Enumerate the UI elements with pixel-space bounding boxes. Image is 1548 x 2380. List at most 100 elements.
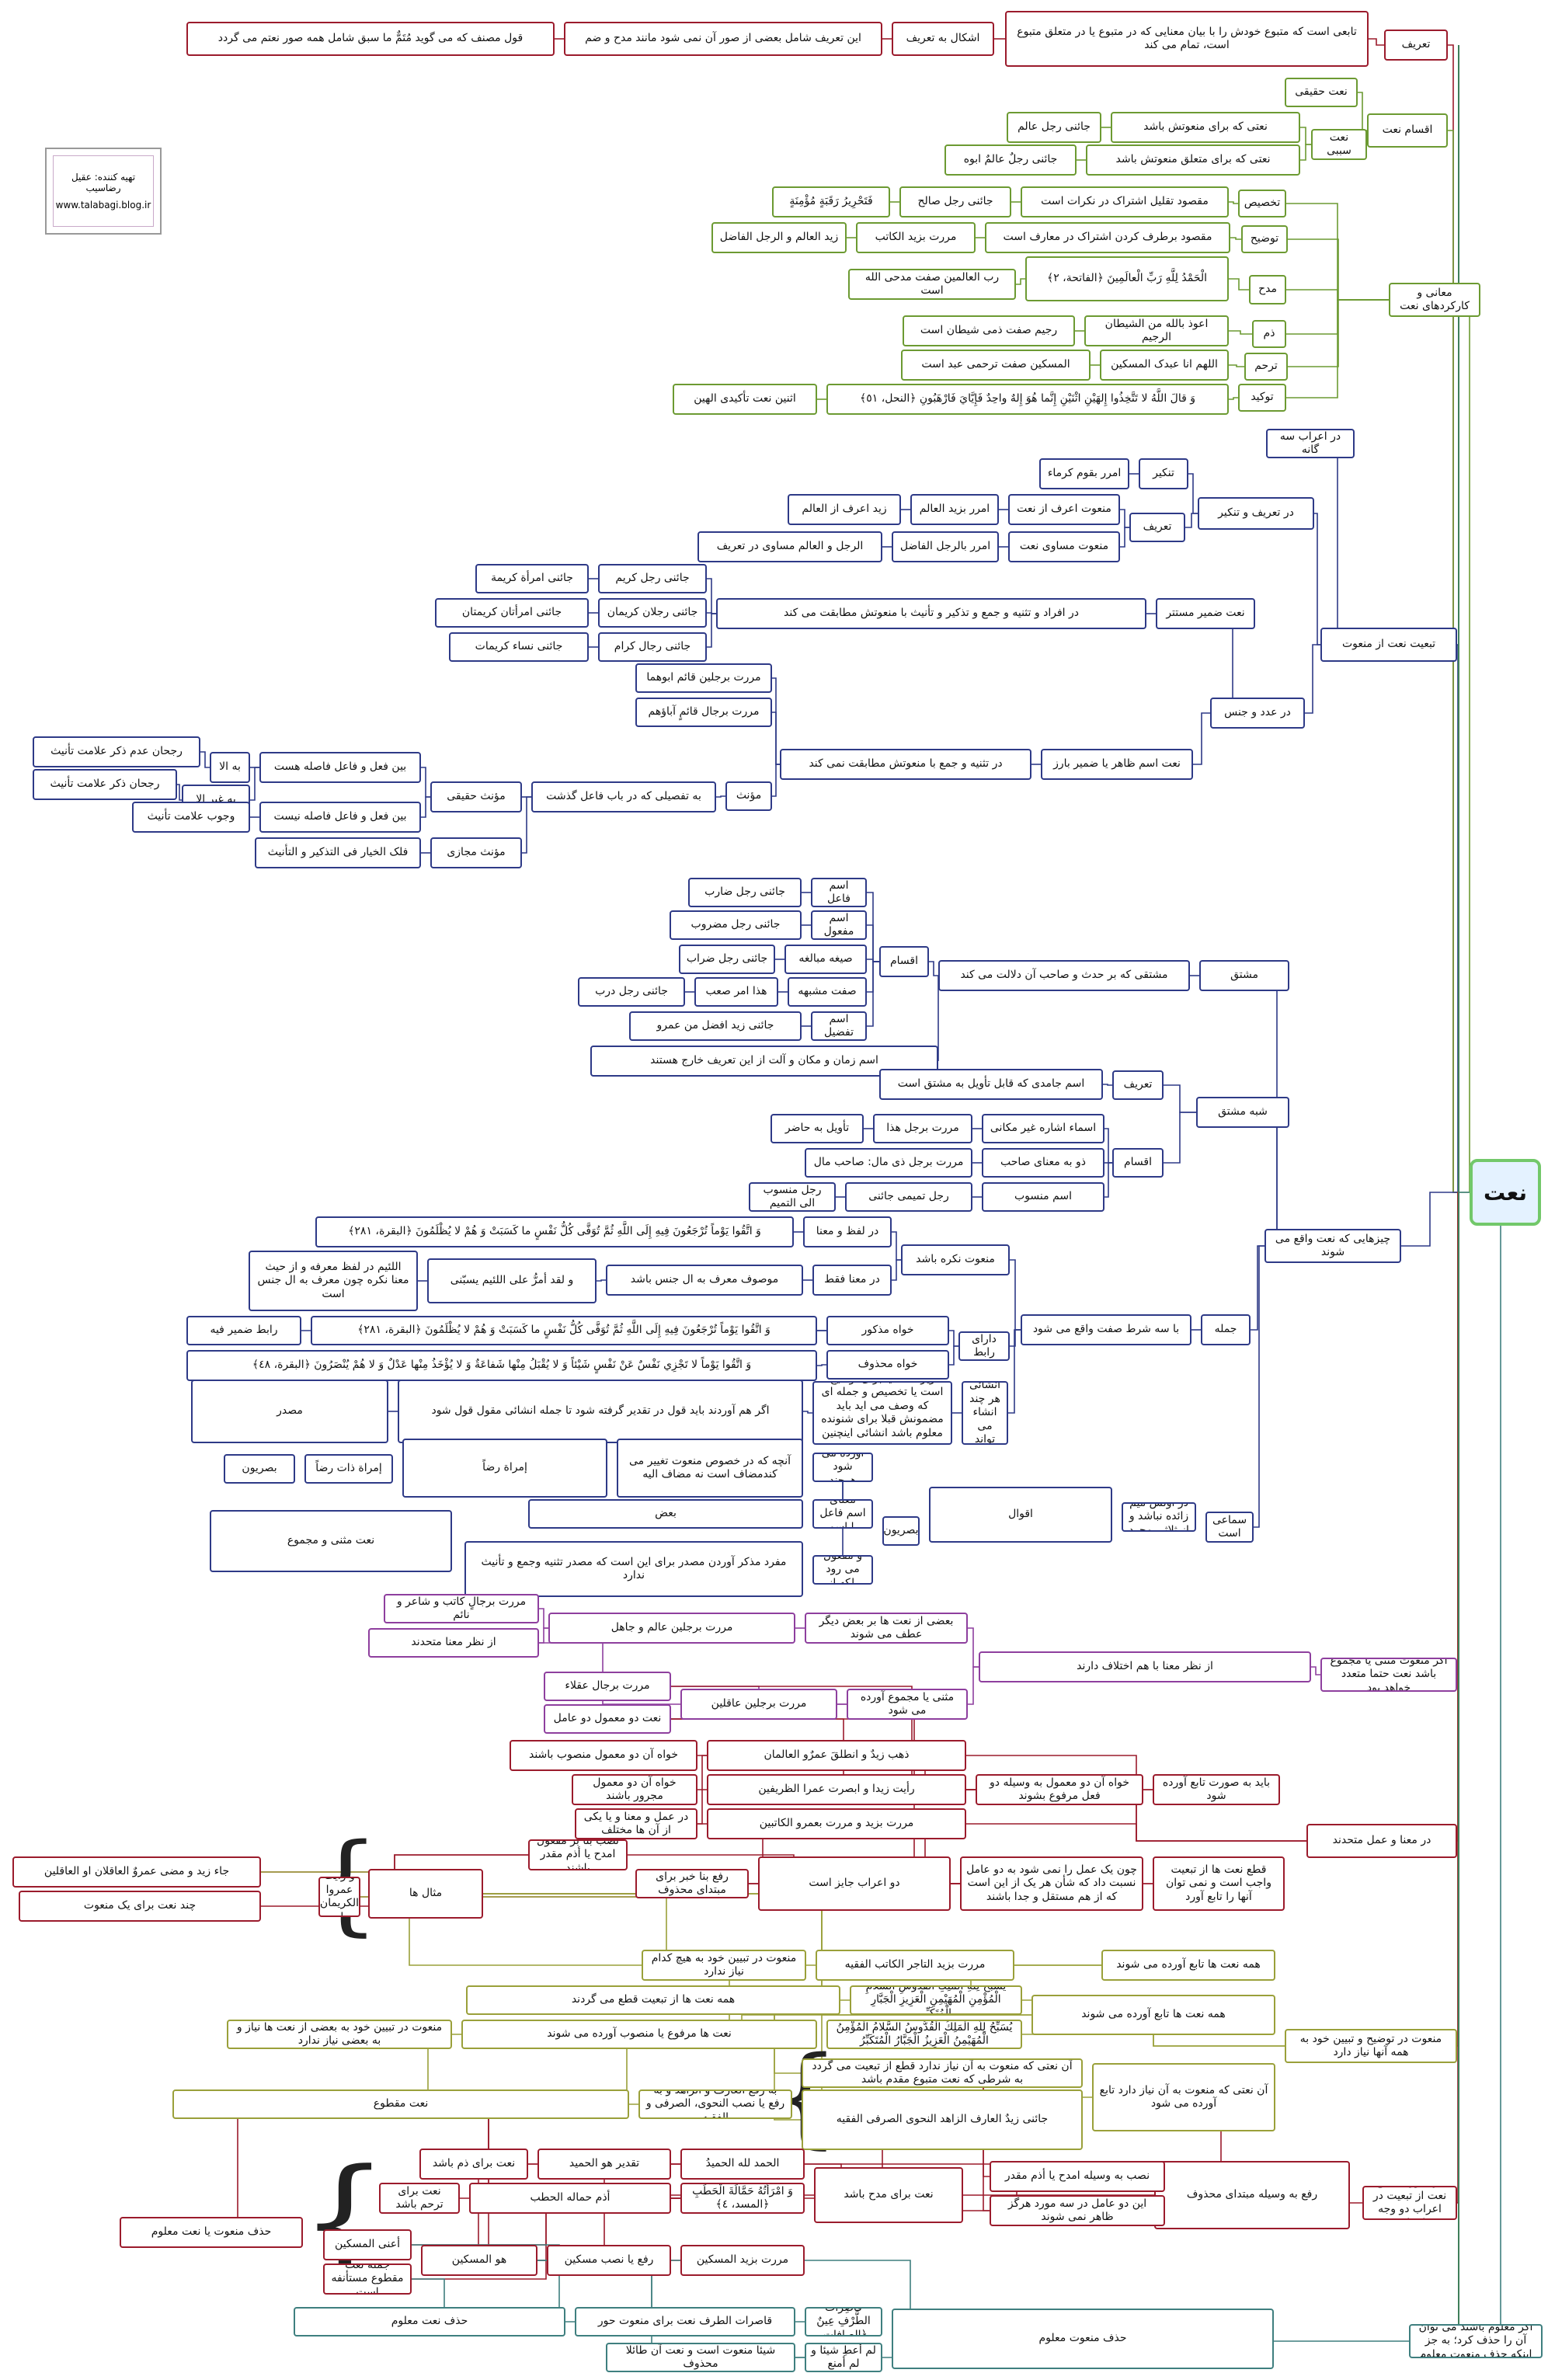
connector-65 — [177, 784, 182, 801]
node-146: رأیت زیدا و ابصرت عمرا الظریفین — [707, 1774, 966, 1805]
connector-23 — [1016, 278, 1025, 285]
node-188: أعنی المسکین — [323, 2229, 412, 2260]
node-56: مررت برجلین قائم ابوهما — [635, 663, 772, 693]
node-40: امرر بزید العالم — [910, 494, 999, 525]
node-181: نعت برای ذم باشد — [419, 2149, 528, 2180]
node-86: شبه مشتق — [1196, 1097, 1289, 1128]
node-151: چون یک عمل را نمی شود به دو عامل نسبت دا… — [960, 1856, 1143, 1911]
connector-103 — [892, 1259, 901, 1281]
connector-88 — [1103, 1084, 1112, 1086]
node-138: مررت برجلین عاقلین — [680, 1689, 837, 1720]
node-142: باید به صورت تابع آورده شود — [1153, 1774, 1280, 1805]
node-70: چیزهایی که نعت واقع می شوند — [1264, 1229, 1401, 1263]
node-45: در عدد و جنس — [1210, 698, 1305, 729]
connector-115 — [803, 1411, 812, 1414]
connector-137 — [968, 1666, 979, 1705]
node-189: جمله نعت مقطوع مستأنفه است — [323, 2263, 412, 2295]
node-21: مدح — [1249, 275, 1286, 304]
node-174: در صورت قطع نعت از تبعیت در اعراب دو وجه… — [1362, 2186, 1457, 2220]
node-88: اسم جامدی که قابل تأویل به مشتق است — [879, 1069, 1103, 1100]
node-43: امرر بالرجل الفاضل — [892, 531, 999, 562]
node-111: خواه محذوف — [826, 1350, 949, 1380]
node-175: رفع به وسیله مبتدای محذوف — [1154, 2161, 1350, 2229]
node-100: منعوت نکره باشد — [901, 1244, 1010, 1275]
node-166: يُسَبِّحُ لِلَّهِ الْمَلِكُ الْقُدُّوسُ … — [826, 2020, 1022, 2049]
connector-54 — [1193, 712, 1210, 765]
node-16: فَتَحْرِيرُ رَقَبَةٍ مُؤْمِنَةٍ — [772, 186, 890, 217]
node-103: در معنا فقط — [812, 1265, 892, 1296]
node-152: دو اعراب جایز است — [758, 1856, 951, 1911]
node-105: و لقد أمرُّ علی اللئیم یسبّنی — [427, 1258, 597, 1303]
node-78: صیغه مبالغه — [784, 945, 867, 974]
node-96: رجل تمیمی جائنی — [845, 1182, 972, 1212]
node-53: جائنی نساء کریمات — [449, 632, 589, 662]
node-139: مررت برجال عقلاء — [544, 1672, 671, 1701]
connector-111 — [949, 1345, 958, 1366]
connector-117 — [1254, 1245, 1264, 1528]
node-114: زیرا نعت یا برای توضیح است یا تخصیص و جم… — [812, 1381, 952, 1445]
node-122: آنچه که در خصوص منعوت تغییر می کندمضاف ا… — [617, 1439, 803, 1498]
node-76: اسم مفعول — [811, 910, 867, 940]
connector-28 — [1229, 364, 1244, 367]
node-156: جاء زید و رأیت عمروا الکریمان او الکریمی… — [318, 1877, 360, 1917]
node-61: بین فعل و فاعل فاصله هست — [259, 752, 421, 783]
connector-70 — [1401, 1192, 1459, 1247]
credit-site: www.talabagi.blog.ir — [55, 200, 151, 211]
connector-68 — [522, 796, 531, 854]
node-28: اللهم انا عبدک المسکین — [1100, 350, 1229, 381]
node-94: مررت برجل ذی مال: صاحب مال — [805, 1148, 972, 1178]
node-90: اسماء اشاره غیر مکانی — [982, 1114, 1104, 1143]
node-101: در لفظ و معنا — [803, 1216, 892, 1247]
node-48: جائنی رجل کریم — [598, 564, 707, 593]
connector-25 — [1229, 330, 1252, 335]
node-190: حذف منعوت یا نعت معلوم — [120, 2217, 303, 2248]
node-82: جائنی رجل درب — [578, 977, 685, 1007]
node-131: اگر منعوت مثنی یا مجموع باشد نعت حتما مت… — [1320, 1658, 1457, 1692]
node-182: وَ امْرَأَتُهُ حَمَّالَةَ الْحَطَبِ ﴿الم… — [680, 2183, 805, 2214]
node-159: منعوت در توضیح و تبیین خود به همه آنها ن… — [1285, 2029, 1457, 2063]
node-13: تخصیص — [1238, 190, 1286, 217]
node-79: جائنی رجل ضراب — [679, 945, 775, 974]
node-95: اسم منسوب — [982, 1182, 1104, 1212]
node-144: ذهب زیدٌ و انطلقَ عمرٌو العالمان — [707, 1740, 966, 1771]
node-20: زید العالم و الرجل الفاضل — [711, 222, 847, 253]
node-41: زید اعرف از العالم — [788, 494, 901, 525]
node-33: تبعیت نعت از منعوت — [1320, 628, 1457, 662]
node-172: به رفع العارف و الزاهد و به رفع یا نصب ا… — [638, 2089, 792, 2119]
node-22: الْحَمْدُ لِلَّهِ رَبِّ الْعالَمِينَ ﴿ال… — [1025, 256, 1229, 301]
node-170: آن نعتی که منعوت به آن نیاز ندارد قطع از… — [802, 2058, 1083, 2088]
node-50: جائنی رجلان کریمان — [598, 598, 707, 628]
node-163: همه نعت ها تابع آورده می شوند — [1031, 1995, 1275, 2035]
node-29: المسکین صفت ترحمی عبد است — [901, 350, 1091, 381]
node-143: خواه آن دو معمول به وسیله دو فعل مرفوع ب… — [976, 1774, 1143, 1805]
node-47: در افراد و تثنیه و جمع و تذکیر و تأنیث ب… — [716, 598, 1146, 629]
node-52: جائنی رجال کرام — [598, 632, 707, 662]
node-137: مثنی یا مجموع آورده می شود — [847, 1689, 968, 1720]
node-6: نعت حقیقی — [1285, 78, 1358, 107]
connector-1 — [1369, 38, 1384, 46]
node-118: مصدری که در اولش میم زائده نباشد و از ثل… — [1122, 1502, 1196, 1532]
node-109: وَ اتَّقُوا يَوْماً تُرْجَعُونَ فِيهِ إِ… — [311, 1316, 817, 1345]
node-11: جائنی رجلٌ عالمٌ ابوه — [944, 144, 1077, 176]
node-153: رفع بنا خبر برای مبتدای محذوف — [635, 1869, 749, 1898]
connector-113 — [1008, 1329, 1021, 1414]
node-171: جائنی زیدٌ العارف الزاهد النحوی الصرفی ا… — [802, 2089, 1083, 2150]
node-3: این تعریف شامل بعضی از صور آن نمی شود ما… — [564, 22, 882, 56]
node-107: جمله دارای رابط باشد — [958, 1331, 1010, 1361]
connector-147 — [697, 1755, 707, 1790]
connector-58 — [772, 764, 780, 797]
connector-42 — [1120, 527, 1129, 548]
connector-66 — [421, 796, 430, 818]
node-91: مررت برجل هذا — [873, 1114, 972, 1143]
node-89: اقسام — [1112, 1148, 1164, 1178]
node-162: منعوت در تبیین خود به هیچ کدام نیاز ندار… — [642, 1950, 806, 1981]
connector-132 — [1311, 1666, 1320, 1675]
node-148: مررت بزید و مررت بعمرو الکاتبین — [707, 1808, 966, 1839]
node-102: وَ اتَّقُوا يَوْماً تُرْجَعُونَ فِيهِ إِ… — [315, 1216, 794, 1247]
node-180: تقدیر هو الحمید — [537, 2149, 671, 2180]
node-135: مررت برجالٍ کاتب و شاعر و نائم — [384, 1594, 539, 1623]
node-36: تنکیر — [1139, 458, 1188, 489]
node-117: سماعی است — [1205, 1512, 1254, 1543]
node-97: رجل منسوب الی التمیم — [749, 1182, 836, 1212]
node-115: اگر هم آوردند باید قول در تقدیر گرفته شو… — [398, 1380, 803, 1443]
